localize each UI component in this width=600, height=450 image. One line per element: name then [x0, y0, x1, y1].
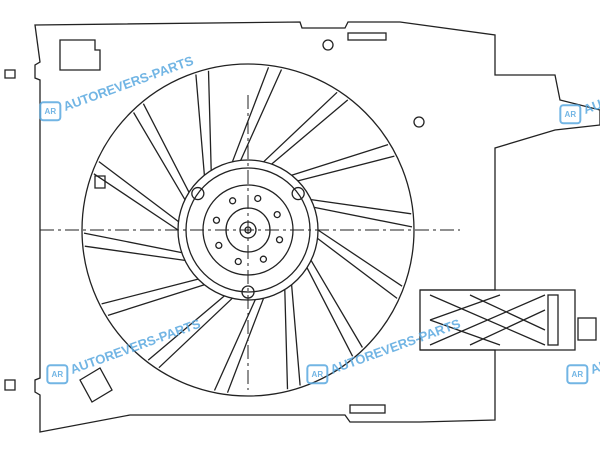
fan-blade	[93, 161, 179, 231]
frame-clip	[94, 175, 106, 189]
frame-slot	[347, 32, 387, 41]
bolt-hole	[215, 241, 223, 250]
fan-blades	[83, 67, 413, 393]
motor-connector	[420, 289, 576, 351]
frame-outline	[4, 21, 600, 433]
fan-blade	[195, 70, 212, 176]
fan-blade	[291, 143, 395, 182]
bolt-hole	[259, 255, 268, 263]
frame-bracket	[79, 367, 113, 403]
fan-blade	[147, 295, 233, 369]
fan-shroud	[81, 63, 415, 397]
bolt-hole	[273, 210, 281, 219]
fan-blade	[101, 278, 205, 317]
fan-blade	[306, 260, 363, 357]
bolt-hole	[254, 194, 262, 203]
bolt-hole	[228, 197, 237, 205]
fan-blade	[213, 297, 265, 393]
connector-plug	[577, 317, 597, 341]
connector-collar	[547, 294, 559, 346]
fan-blade	[311, 198, 413, 228]
frame-hole	[322, 39, 334, 51]
fan-blade	[263, 91, 349, 165]
bolt-hole	[212, 216, 221, 224]
frame-slot	[349, 404, 386, 414]
fan-blade	[133, 103, 190, 200]
center-lines	[40, 95, 460, 390]
connector-hatch	[429, 294, 546, 346]
bolt-hole	[234, 257, 242, 266]
watermark-logo: AR	[566, 364, 589, 385]
watermark-logo: AR	[46, 364, 69, 385]
mount-lug	[191, 186, 205, 201]
hub-bolts	[191, 186, 305, 299]
mounting-tab	[59, 39, 101, 71]
fan-blade	[317, 229, 403, 299]
fan-blade	[284, 284, 301, 390]
mount-lug	[291, 186, 305, 201]
watermark-logo: AR	[306, 364, 329, 385]
fan-blade	[231, 67, 283, 163]
fan-blade	[83, 232, 185, 262]
side-pins	[4, 69, 16, 391]
frame-hole	[413, 116, 425, 128]
watermark-logo: AR	[39, 101, 62, 122]
bolt-hole	[275, 236, 284, 244]
watermark-logo: AR	[559, 104, 582, 125]
